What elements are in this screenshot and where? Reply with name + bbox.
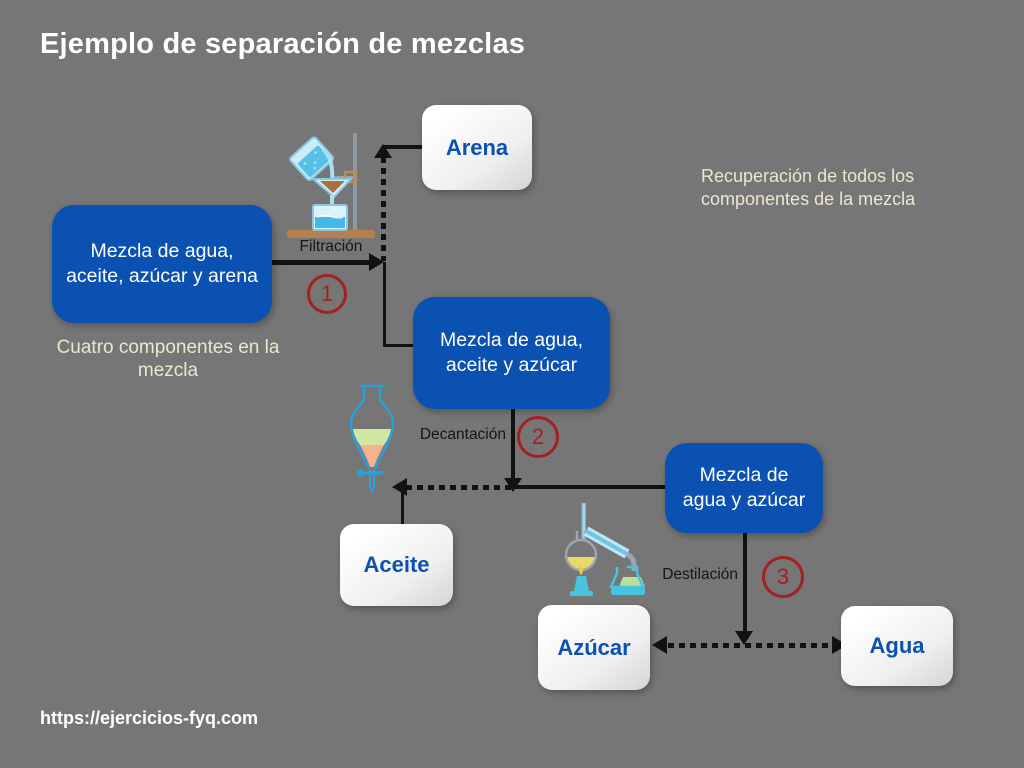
filtration-apparatus-icon bbox=[287, 133, 375, 238]
line-down-to-aceite-box bbox=[401, 487, 404, 525]
step-number: 2 bbox=[531, 424, 545, 449]
node-mixture-agua-aceite-azucar: Mezcla de agua, aceite y azúcar bbox=[413, 297, 610, 409]
arrow-line-mixture2-down bbox=[511, 409, 515, 481]
node-label: Arena bbox=[445, 134, 509, 160]
process-label-decantacion: Decantación bbox=[419, 426, 506, 443]
node-label: Mezcla de agua, aceite y azúcar bbox=[439, 329, 584, 376]
arrowhead-right-icon bbox=[369, 253, 384, 271]
separating-funnel-icon bbox=[349, 384, 395, 494]
node-label: Aceite bbox=[363, 552, 430, 577]
website-url: https://ejercicios-fyq.com bbox=[40, 708, 259, 728]
arrow-line-mixture1-to-junction bbox=[272, 260, 370, 265]
step-3-badge: 3 bbox=[762, 556, 804, 598]
elbow-line-into-mixture2 bbox=[383, 344, 413, 347]
step-number: 3 bbox=[776, 564, 790, 589]
arrowhead-down-icon bbox=[735, 631, 753, 645]
elbow-line-down-to-mixture2 bbox=[383, 262, 386, 347]
process-label-filtracion: Filtración bbox=[299, 238, 363, 255]
process-label-destilacion: Destilación bbox=[662, 566, 738, 583]
arrowhead-left-icon bbox=[652, 636, 667, 654]
node-label: Agua bbox=[869, 633, 925, 658]
distillation-apparatus-icon bbox=[564, 503, 645, 596]
annotation-recovery: Recuperación de todos los componentes de… bbox=[701, 166, 916, 210]
line-to-mixture3-box bbox=[512, 485, 665, 489]
node-mixture-agua-aceite-azucar-arena: Mezcla de agua, aceite, azúcar y arena bbox=[52, 205, 272, 323]
step-1-badge: 1 bbox=[307, 274, 347, 314]
dotted-line-junction-to-aceite bbox=[406, 485, 512, 490]
node-label: Mezcla de agua y azúcar bbox=[682, 464, 806, 511]
node-label: Mezcla de agua, aceite, azúcar y arena bbox=[66, 240, 258, 287]
node-label: Azúcar bbox=[557, 634, 631, 660]
node-product-agua: Agua bbox=[841, 606, 953, 686]
node-product-aceite: Aceite bbox=[340, 524, 453, 606]
step-number: 1 bbox=[320, 281, 334, 306]
page-title: Ejemplo de separación de mezclas bbox=[40, 28, 526, 60]
dotted-line-junction-to-arena bbox=[381, 157, 386, 261]
node-product-azucar: Azúcar bbox=[538, 605, 650, 690]
line-to-arena-box bbox=[383, 145, 422, 149]
arrow-line-mixture3-down bbox=[743, 533, 747, 634]
annotation-four-components: Cuatro componentes en la mezcla bbox=[56, 337, 280, 382]
step-2-badge: 2 bbox=[517, 416, 559, 458]
node-mixture-agua-azucar: Mezcla de agua y azúcar bbox=[665, 443, 823, 533]
dotted-line-azucar-agua bbox=[668, 643, 832, 648]
node-product-arena: Arena bbox=[422, 105, 532, 190]
